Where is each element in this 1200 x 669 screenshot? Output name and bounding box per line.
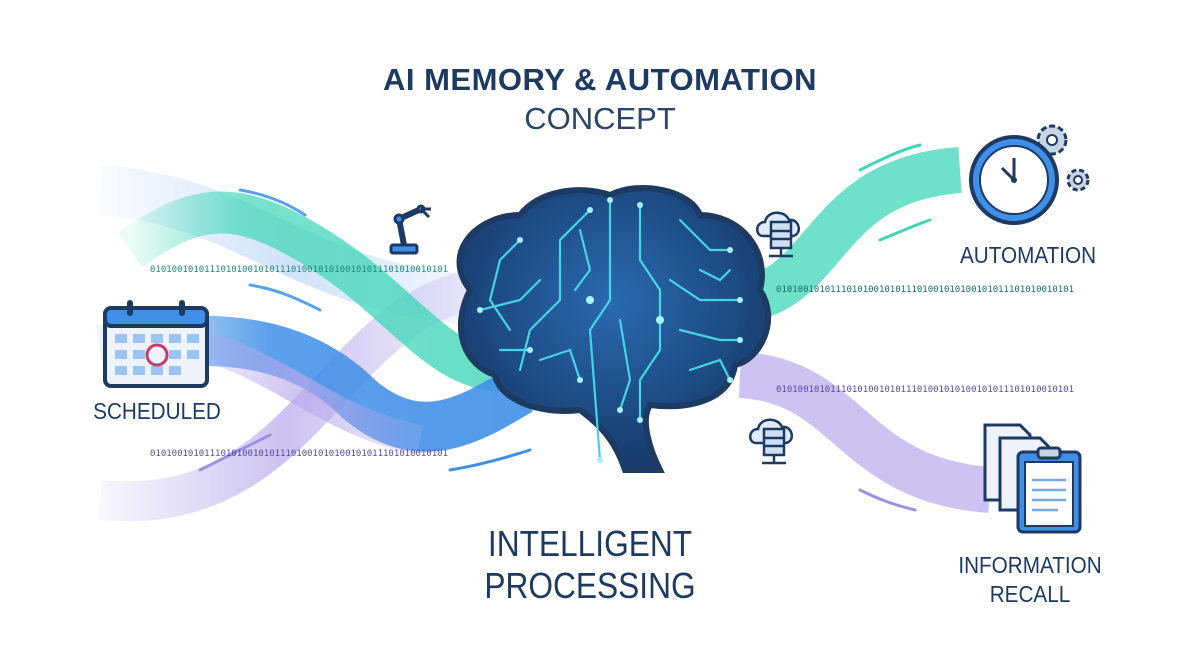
arrow-icon (238, 188, 307, 217)
arrow-icon (198, 433, 272, 472)
arrow-icon (858, 143, 922, 172)
robot-arm-icon (389, 204, 431, 255)
clock-icon (969, 135, 1059, 225)
stream-teal-left (117, 191, 502, 391)
binary-text: 0101001010111010100101011101001010100101… (776, 285, 1074, 295)
binary-text: 0101001010111010100101011101001010100101… (150, 265, 448, 275)
brain-circuit-icon (456, 185, 772, 473)
cloud-server-icon (749, 418, 794, 465)
label-processing-line2: PROCESSING (484, 565, 696, 606)
gear-icon (1066, 168, 1090, 192)
label-processing-line1: INTELLIGENT (487, 523, 693, 564)
cloud-server-icon (756, 211, 801, 258)
binary-text: 0101001010111010100101011101001010100101… (150, 449, 448, 459)
stream-teal-right (736, 147, 963, 323)
arrow-icon (448, 448, 532, 472)
label-recall-line1: INFORMATION (958, 552, 1102, 578)
label-automation: AUTOMATION (959, 242, 1097, 268)
page-title: AI MEMORY & AUTOMATION (382, 62, 818, 97)
stream-lavender-mid (176, 325, 424, 455)
clipboard-icon (1016, 446, 1082, 534)
gear-icon (1036, 124, 1068, 156)
binary-text: 0101001010111010100101011101001010100101… (776, 385, 1074, 395)
page-subtitle: CONCEPT (524, 101, 676, 136)
calendar-icon (103, 300, 209, 388)
arrow-icon (878, 218, 932, 242)
label-recall-line2: RECALL (989, 581, 1071, 607)
arrow-icon (248, 283, 322, 312)
stream-lavender-right (738, 352, 993, 513)
arrow-icon (858, 488, 917, 512)
label-scheduled: SCHEDULED (93, 398, 221, 424)
